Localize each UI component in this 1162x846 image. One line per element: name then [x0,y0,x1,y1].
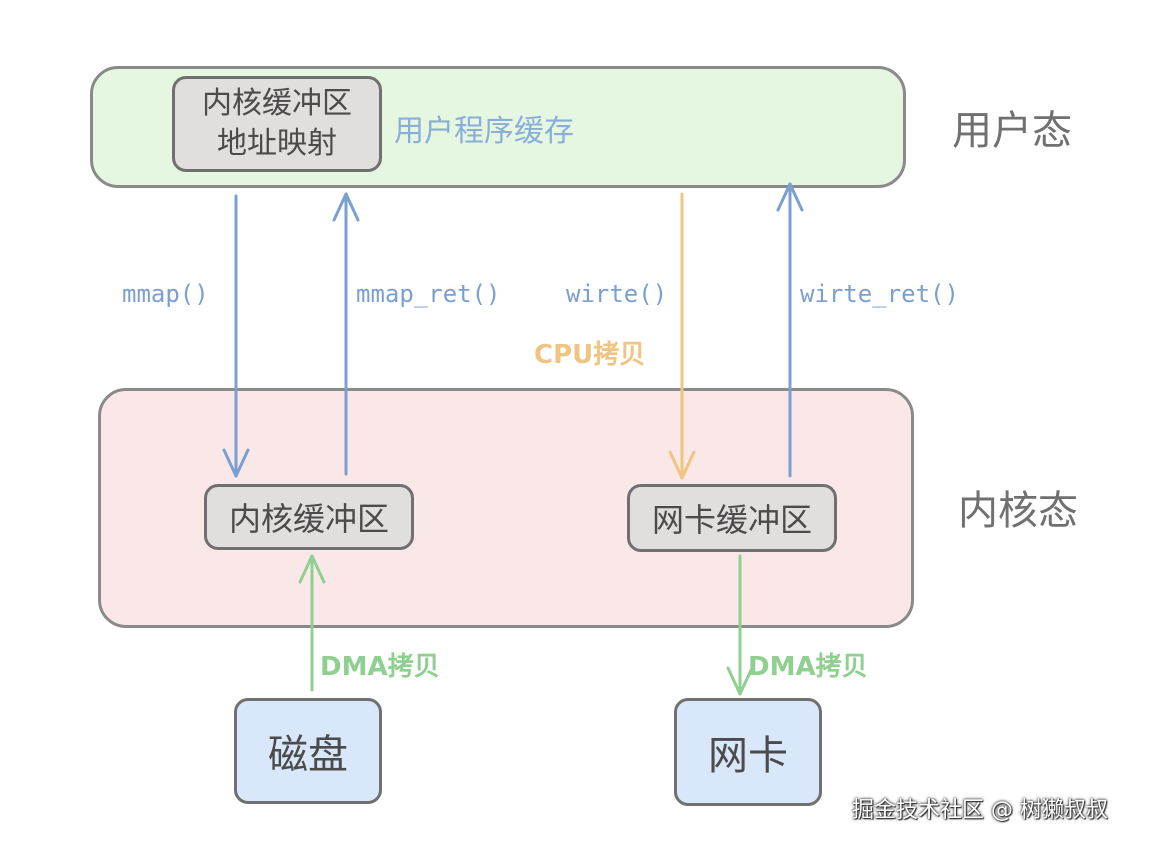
write-ret-label: wirte_ret() [800,280,959,308]
cpu-copy-label: CPU拷贝 [534,340,646,370]
dma-copy-disk-label: DMA拷贝 [320,652,440,682]
kernel-state-label: 内核态 [958,488,1078,534]
dma-copy-nic-label: DMA拷贝 [748,652,868,682]
user-state-label: 用户态 [952,108,1072,154]
watermark: 掘金技术社区 @ 树獭叔叔 [852,798,1108,823]
user-buffer-label: 用户程序缓存 [394,114,574,149]
mapping-box-line2: 地址映射 [217,126,337,161]
kernel-buffer-address-mapping-box: 内核缓冲区 地址映射 [172,76,382,172]
nic-buffer-box: 网卡缓冲区 [627,484,837,552]
kernel-buffer-box: 内核缓冲区 [204,484,414,550]
mapping-box-line1: 内核缓冲区 [202,86,352,121]
write-label: wirte() [566,280,668,308]
mmap-ret-label: mmap_ret() [356,280,501,308]
mmap-label: mmap() [122,280,209,308]
disk-box: 磁盘 [234,698,382,804]
nic-box: 网卡 [674,698,822,806]
